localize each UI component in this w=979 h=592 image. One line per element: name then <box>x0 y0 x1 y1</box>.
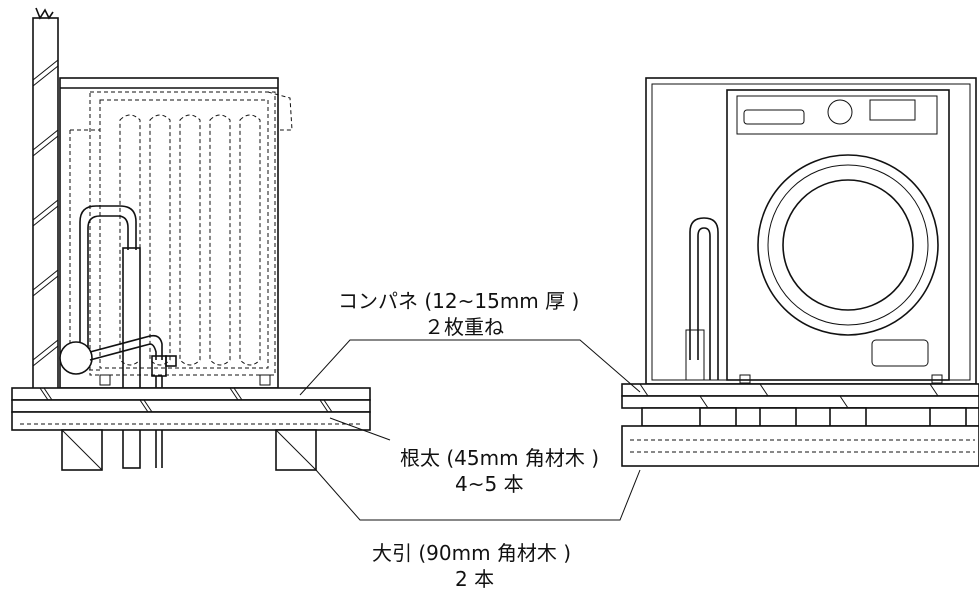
washer-front-view <box>645 77 977 385</box>
panel-label-line2: ２枚重ね <box>424 315 504 339</box>
leader-lines <box>299 339 641 521</box>
beam-label-line2: 2 本 <box>455 567 494 591</box>
left-floor-structure <box>11 387 371 471</box>
right-floor-structure <box>621 383 979 467</box>
joist-label-line1: 根太 (45mm 角材木 ) <box>400 446 599 470</box>
wall-post <box>32 7 59 391</box>
beam-label-line1: 大引 (90mm 角材木 ) <box>372 541 571 565</box>
panel-label-line1: コンパネ (12~15mm 厚 ) <box>338 289 579 313</box>
joist-label-line2: 4~5 本 <box>455 472 524 496</box>
